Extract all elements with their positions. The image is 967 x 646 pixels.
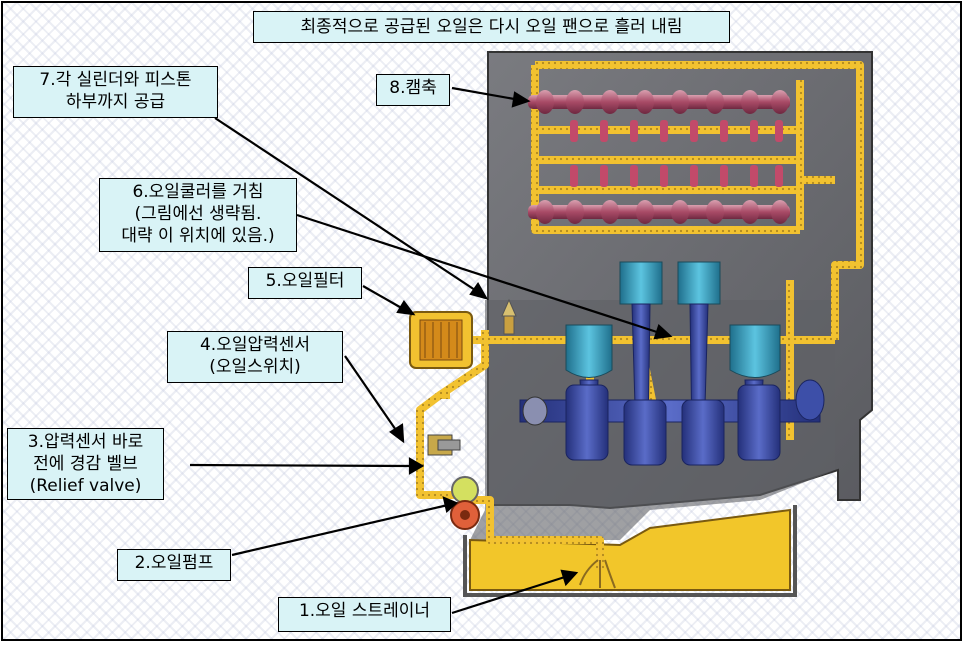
- camshaft-top: [528, 90, 790, 114]
- oil-strainer: [579, 559, 616, 589]
- arrow-8-camshaft: [451, 86, 521, 102]
- oil-pan-wall: [463, 505, 797, 597]
- label-2-oil-pump: 2.오일펌프: [117, 549, 231, 581]
- label-5-oil-filter: 5.오일필터: [248, 267, 362, 299]
- label-6-oil-cooler: 6.오일쿨러를 거침 (그림에선 생략됨. 대략 이 위치에 있음.): [99, 178, 297, 252]
- crankshaft: [519, 379, 825, 466]
- camshaft-bottom: [528, 200, 790, 224]
- diagram-title: 최종적으로 공급된 오일은 다시 오일 팬으로 흘러 내림: [253, 11, 730, 43]
- label-3-relief-valve: 3.압력센서 바로 전에 경감 벨브 (Relief valve): [7, 428, 164, 500]
- arrow-6-oil-cooler: [296, 213, 661, 335]
- label-8-camshaft: 8.캠축: [376, 74, 450, 106]
- label-4-oil-pressure-sensor: 4.오일압력센서 (오일스위치): [167, 331, 343, 383]
- label-1-oil-strainer: 1.오일 스트레이너: [278, 597, 451, 632]
- arrow-1-strainer: [451, 574, 569, 615]
- label-7-cylinders-pistons: 7.각 실린더와 피스톤 하부까지 공급: [13, 66, 218, 118]
- relief-valve: [427, 434, 461, 456]
- rocker-rows: [570, 120, 783, 187]
- oil-pump: [450, 476, 480, 530]
- pistons: [565, 261, 781, 378]
- arrow-3-relief-valve: [189, 463, 413, 468]
- oil-filter: [409, 311, 473, 369]
- arrow-4-pressure-sensor: [344, 355, 399, 434]
- arrow-7-cylinders: [214, 117, 479, 293]
- leader-arrows: [189, 86, 673, 615]
- arrow-2-oil-pump: [231, 503, 449, 557]
- oil-pressure-sender: [501, 298, 517, 335]
- arrow-5-oil-filter: [362, 285, 406, 311]
- oil-pan: [469, 508, 791, 591]
